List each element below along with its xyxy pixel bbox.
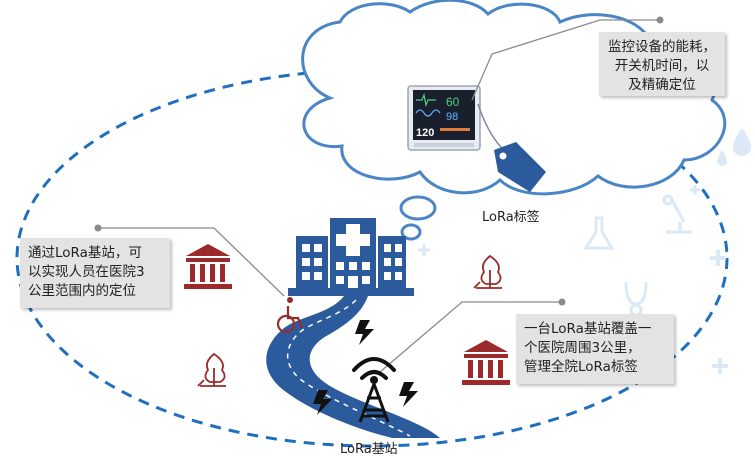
thought-bubble xyxy=(399,195,437,221)
plus-icon xyxy=(690,185,700,195)
lightning-icon xyxy=(313,390,332,415)
patient-monitor-icon: 60 98 120 xyxy=(407,85,481,151)
tree-icon xyxy=(473,254,502,289)
lightning-icon xyxy=(399,382,418,407)
callout-line: 公里范围内的定位 xyxy=(28,283,136,299)
callout-line: 开关机时间，以 xyxy=(614,58,710,74)
thought-bubble xyxy=(400,223,422,241)
monitor-spo2-value: 98 xyxy=(446,111,458,123)
hospital-icon xyxy=(288,218,414,296)
tree-icon xyxy=(197,352,226,387)
road-path xyxy=(266,296,440,438)
callout-line: 个医院周围3公里， xyxy=(524,340,641,356)
lightning-icon xyxy=(355,320,374,345)
plus-icon xyxy=(712,358,728,374)
bank-icon xyxy=(462,340,510,385)
callout-line: 一台LoRa基站覆盖一 xyxy=(524,321,652,337)
callout-monitor-info: 监控设备的能耗， 开关机时间，以 及精确定位 xyxy=(599,32,725,96)
monitor-hr-value: 60 xyxy=(446,95,460,109)
callout-coverage: 一台LoRa基站覆盖一 个医院周围3公里， 管理全院LoRa标签 xyxy=(516,314,674,384)
radio-tower-icon xyxy=(352,357,396,423)
lora-station-label: LoRa基站 xyxy=(340,442,398,457)
tag-icon xyxy=(477,103,546,192)
monitor-bp-value: 120 xyxy=(416,127,434,139)
callout-line: 以实现人员在医院3 xyxy=(28,264,145,280)
background-decoration xyxy=(418,128,751,374)
water-drop-icon xyxy=(733,128,751,156)
callout-line: 监控设备的能耗， xyxy=(608,39,716,55)
callout-line: 通过LoRa基站，可 xyxy=(28,245,142,261)
stethoscope-icon xyxy=(624,281,648,317)
callout-line: 及精确定位 xyxy=(628,77,696,93)
leader-lines xyxy=(94,16,664,373)
flask-icon xyxy=(583,216,615,250)
microscope-icon xyxy=(662,194,692,234)
lora-tag-label: LoRa标签 xyxy=(482,210,540,225)
callout-personnel-location: 通过LoRa基站，可 以实现人员在医院3 公里范围内的定位 xyxy=(20,238,170,308)
callout-line: 管理全院LoRa标签 xyxy=(524,359,638,375)
bank-icon xyxy=(184,244,232,289)
coverage-area-ellipse xyxy=(15,68,729,448)
water-drop-icon xyxy=(717,150,727,166)
plus-icon xyxy=(710,250,726,266)
wheelchair-icon xyxy=(276,297,304,334)
plus-icon xyxy=(418,244,430,256)
